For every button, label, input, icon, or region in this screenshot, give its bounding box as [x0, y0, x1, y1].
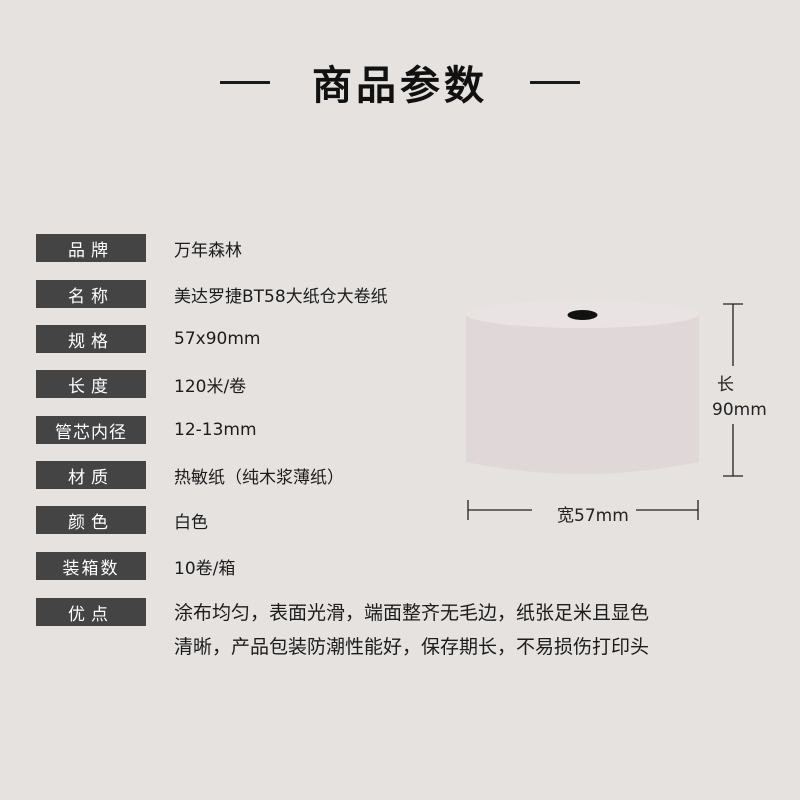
spec-row-box: 装箱数 10卷/箱 — [36, 552, 235, 580]
spec-label: 材质 — [36, 461, 146, 489]
spec-label: 优点 — [36, 598, 146, 626]
spec-row-core: 管芯内径 12-13mm — [36, 416, 257, 444]
spec-value: 12-13mm — [174, 420, 257, 440]
advantages-text: 涂布均匀，表面光滑，端面整齐无毛边，纸张足米且显色 清晰，产品包装防潮性能好，保… — [174, 596, 649, 664]
spec-value: 万年森林 — [174, 240, 242, 261]
page-header: 商品参数 — [0, 52, 800, 112]
width-dimension-label: 宽57mm — [557, 506, 629, 526]
spec-value: 白色 — [174, 512, 208, 533]
spec-value: 热敏纸（纯木浆薄纸） — [174, 467, 344, 488]
spec-row-length: 长度 120米/卷 — [36, 370, 246, 398]
spec-value: 美达罗捷BT58大纸仓大卷纸 — [174, 286, 388, 307]
spec-label: 规格 — [36, 325, 146, 353]
spec-row-color: 颜色 白色 — [36, 506, 208, 534]
spec-value: 10卷/箱 — [174, 558, 236, 579]
spec-value: 120米/卷 — [174, 376, 247, 397]
paper-roll-image — [466, 300, 699, 474]
spec-row-brand: 品牌 万年森林 — [36, 234, 242, 262]
spec-row-material: 材质 热敏纸（纯木浆薄纸） — [36, 461, 344, 489]
spec-label: 品牌 — [36, 234, 146, 262]
spec-label: 长度 — [36, 370, 146, 398]
height-dimension-line — [723, 303, 743, 477]
spec-row-size: 规格 57x90mm — [36, 325, 260, 353]
advantages-line: 清晰，产品包装防潮性能好，保存期长，不易损伤打印头 — [174, 636, 650, 658]
spec-row-name: 名称 美达罗捷BT58大纸仓大卷纸 — [36, 280, 388, 308]
roll-core-hole — [567, 310, 598, 320]
height-dimension-value: 90mm — [712, 400, 767, 420]
width-dimension-line — [467, 500, 699, 520]
page-title: 商品参数 — [312, 63, 488, 109]
spec-value: 57x90mm — [174, 329, 261, 349]
advantages-line: 涂布均匀，表面光滑，端面整齐无毛边，纸张足米且显色 — [174, 602, 650, 624]
title-right-rule — [530, 80, 580, 84]
spec-label: 颜色 — [36, 506, 146, 534]
title-left-rule — [220, 80, 270, 84]
spec-row-advantages: 优点 — [36, 598, 146, 626]
roll-body — [466, 314, 699, 474]
spec-label: 装箱数 — [36, 552, 146, 580]
height-dimension-label: 长 — [717, 375, 734, 395]
spec-label: 管芯内径 — [36, 416, 146, 444]
spec-label: 名称 — [36, 280, 146, 308]
